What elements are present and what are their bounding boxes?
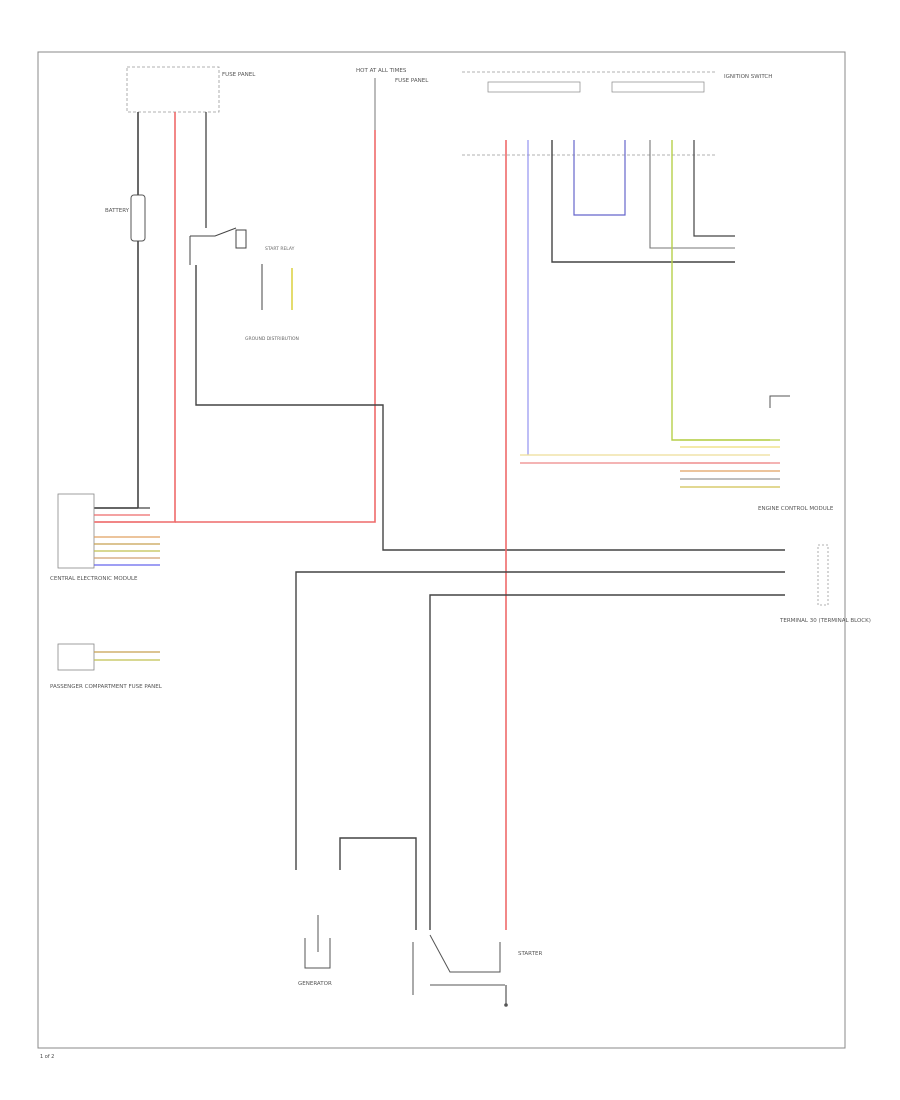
central-unit: CENTRAL ELECTRONIC MODULE xyxy=(50,493,160,582)
wires-left xyxy=(95,112,785,551)
svg-text:FUSE PANEL: FUSE PANEL xyxy=(222,72,256,78)
battery-component: BATTERY xyxy=(105,194,146,242)
svg-text:FUSE PANEL: FUSE PANEL xyxy=(395,78,429,84)
fuse-panel-top: FUSE PANEL xyxy=(126,66,256,113)
svg-text:HOT AT ALL TIMES: HOT AT ALL TIMES xyxy=(356,68,407,74)
starter: STARTER xyxy=(412,934,542,1007)
svg-text:PASSENGER COMPARTMENT FUSE PAN: PASSENGER COMPARTMENT FUSE PANEL xyxy=(50,684,163,690)
page-ref: 1 of 2 xyxy=(40,1054,54,1060)
generator: GENERATOR xyxy=(298,837,417,987)
svg-text:ENGINE CONTROL MODULE: ENGINE CONTROL MODULE xyxy=(758,506,834,512)
ignition-switch-group: IGNITION SWITCH xyxy=(462,71,772,156)
wires-right xyxy=(505,140,770,930)
svg-text:BATTERY: BATTERY xyxy=(105,208,130,214)
diagram-border xyxy=(37,51,846,1049)
svg-text:GENERATOR: GENERATOR xyxy=(298,981,332,987)
svg-text:START RELAY: START RELAY xyxy=(265,246,295,252)
svg-text:CENTRAL ELECTRONIC MODULE: CENTRAL ELECTRONIC MODULE xyxy=(50,576,138,582)
engine-control-module: ENGINE CONTROL MODULE xyxy=(680,395,834,512)
svg-text:GROUND DISTRIBUTION: GROUND DISTRIBUTION xyxy=(245,336,299,342)
start-relay: START RELAY GROUND DISTRIBUTION xyxy=(189,227,299,342)
terminal-block: TERMINAL 30 (TERMINAL BLOCK) xyxy=(295,544,871,930)
svg-text:STARTER: STARTER xyxy=(518,951,542,957)
svg-text:TERMINAL 30 (TERMINAL BLOCK): TERMINAL 30 (TERMINAL BLOCK) xyxy=(779,618,871,624)
passenger-fuse-panel: PASSENGER COMPARTMENT FUSE PANEL xyxy=(50,643,163,690)
svg-text:IGNITION SWITCH: IGNITION SWITCH xyxy=(724,74,772,80)
ignition-switch: HOT AT ALL TIMES FUSE PANEL xyxy=(356,68,429,130)
